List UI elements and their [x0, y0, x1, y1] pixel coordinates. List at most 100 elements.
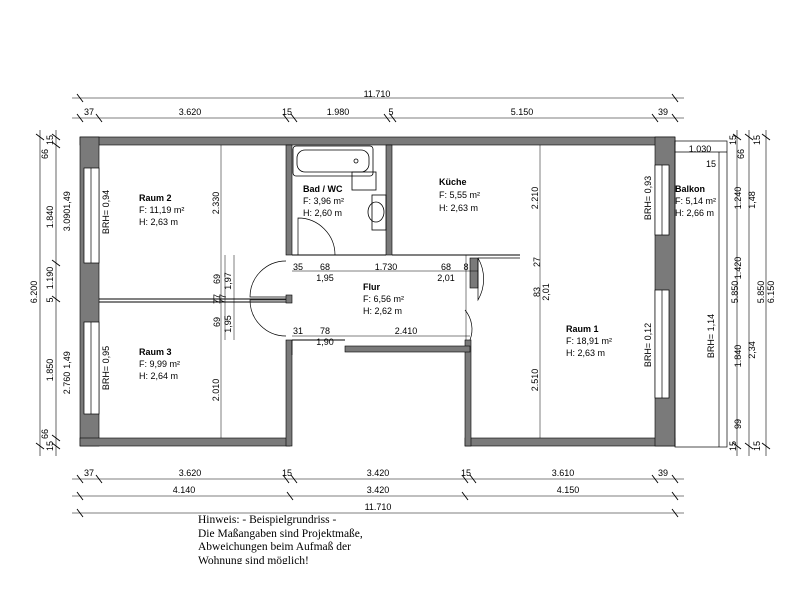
dim-label: 5 — [45, 297, 55, 302]
room-raum-3: Raum 3 F: 9,99 m² H: 2,64 m — [139, 347, 180, 381]
wc — [371, 194, 387, 231]
dim-label: 2.330 — [211, 192, 221, 215]
wall-bad-left — [285, 144, 293, 256]
dimension-ticks — [35, 93, 771, 518]
dim-label: 1.420 — [733, 257, 743, 280]
dim-label: 1,48 — [747, 191, 757, 209]
dim-label: 15 — [461, 468, 471, 478]
dim-label: 1.840 — [733, 345, 743, 368]
flur-dims: 35 68 1.730 68 8 1,95 2,01 31 78 2.410 1… — [212, 257, 551, 347]
dim-label: 1.190 — [45, 267, 55, 290]
dim-label: 15 — [752, 135, 762, 145]
dim-label: 5.150 — [511, 107, 534, 117]
brh-label: BRH= 0,95 — [101, 346, 111, 390]
dim-label: 68 — [320, 262, 330, 272]
dim-label: 15 — [728, 441, 738, 451]
disclaimer-note: Hinweis: - Beispielgrundriss - Die Maßan… — [198, 514, 418, 564]
wall-hall-left — [285, 339, 293, 447]
room-name: Raum 2 — [139, 193, 172, 203]
dim-label: 99 — [733, 419, 743, 429]
dim-label: 68 — [441, 262, 451, 272]
dim-label: 1.030 — [689, 144, 712, 154]
bath-fixtures — [292, 145, 387, 231]
note-line: Die Maßangaben sind Projektmaße, — [198, 527, 363, 540]
right-dims: 6.150 5.850 5.850 15 1.240 1.420 1.840 1… — [728, 135, 776, 451]
room-raum-2: Raum 2 F: 11,19 m² H: 2,63 m — [139, 193, 184, 227]
dim-bottom-total: 11.710 — [365, 502, 392, 512]
dim-label: 15 — [45, 135, 55, 145]
doors — [249, 217, 520, 355]
room-height: H: 2,64 m — [139, 371, 178, 381]
dim-label: 15 — [752, 441, 762, 451]
top-dims: 11.710 37 3.620 15 1.980 5 5.150 39 — [84, 89, 668, 117]
room-name: Raum 1 — [566, 324, 599, 334]
dim-label: 1,49 — [62, 351, 72, 369]
dim-label: 37 — [84, 468, 94, 478]
room-name: Bad / WC — [303, 184, 343, 194]
wall-stub-1 — [285, 294, 293, 304]
room-area: F: 9,99 m² — [139, 359, 180, 369]
dim-label: 2.210 — [530, 187, 540, 210]
dim-label: 15 — [282, 107, 292, 117]
room-area: F: 6,56 m² — [363, 294, 404, 304]
dim-label: 1.730 — [375, 262, 398, 272]
room-name: Küche — [439, 177, 467, 187]
windows — [83, 164, 670, 415]
room-area: F: 5,14 m² — [675, 196, 716, 206]
dim-label: 3.090 — [62, 209, 72, 232]
room-raum-1: Raum 1 F: 18,91 m² H: 2,63 m — [566, 324, 612, 358]
room-area: F: 18,91 m² — [566, 336, 612, 346]
brh-label: BRH= 1,14 — [706, 314, 716, 358]
dim-label: 2,34 — [747, 341, 757, 359]
wall-bottom-right — [464, 437, 676, 447]
note-line: Wohnung sind möglich! — [198, 554, 309, 565]
dim-label: 5.850 — [756, 281, 766, 304]
dim-label: 66 — [40, 429, 50, 439]
dim-label: 15 — [728, 135, 738, 145]
dim-label: 27 — [532, 257, 542, 267]
wall-bad-right — [385, 144, 393, 256]
left-dims: 6.200 15 1.840 1.190 5 1.850 15 66 1,49 … — [29, 135, 72, 451]
room-height: H: 2,63 m — [439, 203, 478, 213]
room-height: H: 2,60 m — [303, 208, 342, 218]
dim-label: 69 — [212, 274, 222, 284]
dim-label: 35 — [293, 262, 303, 272]
dim-label: 15 — [45, 441, 55, 451]
dim-label: 39 — [658, 468, 668, 478]
dim-label: 1.980 — [327, 107, 350, 117]
dim-label: 66 — [40, 149, 50, 159]
bathtub — [292, 145, 374, 177]
wall-stub-2 — [469, 257, 479, 289]
room-name: Balkon — [675, 184, 705, 194]
dim-label: 4.140 — [173, 485, 196, 495]
wall-flur-bottom — [344, 345, 471, 353]
dim-label: 31 — [293, 326, 303, 336]
dim-label: 1,97 — [223, 272, 233, 290]
internal-dims — [220, 145, 541, 438]
dim-label: 78 — [320, 326, 330, 336]
note-line: Hinweis: - Beispielgrundriss - — [198, 514, 337, 526]
brh-label: BRH= 0,94 — [101, 190, 111, 234]
dim-label: 3.420 — [367, 485, 390, 495]
dim-label: 5.850 — [730, 281, 740, 304]
room-bad-wc: Bad / WC F: 3,96 m² H: 2,60 m — [303, 184, 344, 218]
dim-label: 15 — [282, 468, 292, 478]
dim-label: 2,01 — [437, 273, 455, 283]
room-area: F: 5,55 m² — [439, 190, 480, 200]
room-dims: 2.330 2.010 2.210 2.510 — [211, 187, 540, 402]
dim-label: 1,95 — [316, 273, 334, 283]
dim-label: 77 — [212, 294, 222, 304]
thin-walls — [99, 254, 520, 341]
dim-label: 37 — [84, 107, 94, 117]
dim-label: 6.150 — [766, 281, 776, 304]
dim-label: 15 — [706, 159, 716, 169]
brh-label: BRH= 0,93 — [643, 176, 653, 220]
dim-label: 39 — [658, 107, 668, 117]
dimension-lines — [39, 97, 767, 514]
bottom-dims: 37 3.620 15 3.420 15 3.610 39 4.140 3.42… — [84, 468, 668, 512]
note-line: Abweichungen beim Aufmaß der — [198, 541, 351, 553]
room-height: H: 2,63 m — [566, 348, 605, 358]
dim-label: 2.410 — [395, 326, 418, 336]
room-height: H: 2,62 m — [363, 306, 402, 316]
dim-label: 1,49 — [62, 191, 72, 209]
